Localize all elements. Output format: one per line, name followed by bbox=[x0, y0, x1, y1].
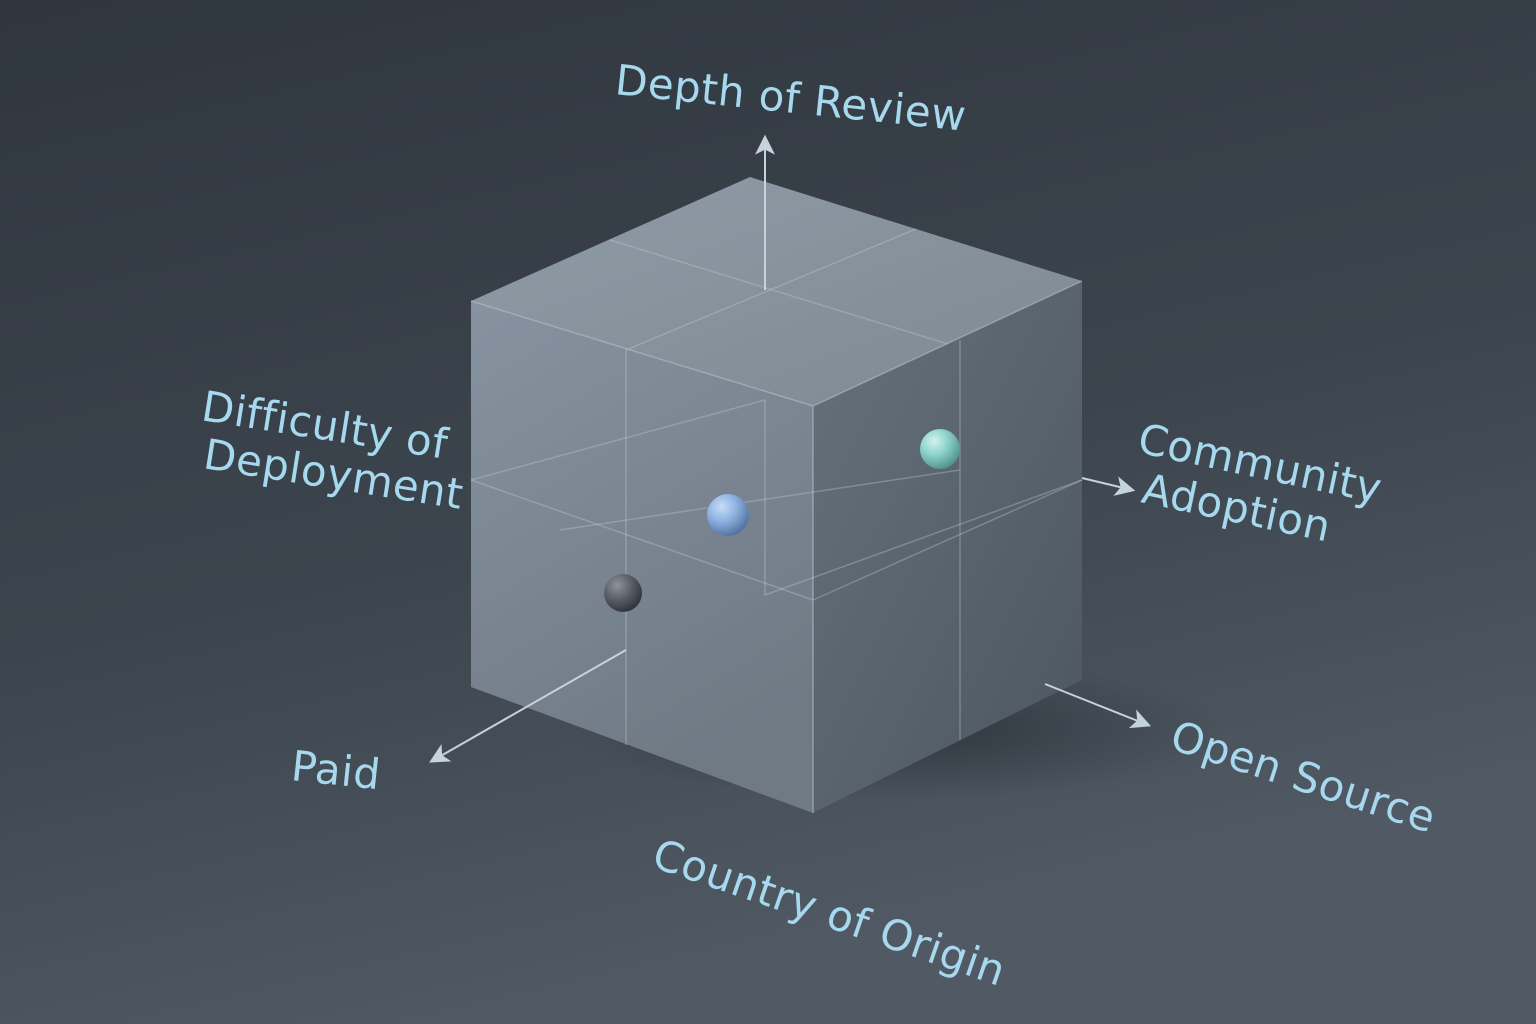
paid-arrow bbox=[429, 649, 627, 763]
cube-grid-lines bbox=[470, 228, 1083, 745]
data-markers bbox=[604, 429, 960, 612]
teal-sphere bbox=[920, 429, 960, 469]
gray-sphere bbox=[604, 574, 642, 612]
community-adoption-arrow bbox=[1081, 476, 1136, 496]
blue-sphere bbox=[707, 494, 749, 536]
axis-arrows bbox=[429, 134, 1152, 763]
paid-label: Paid bbox=[289, 741, 383, 799]
cube-edges bbox=[470, 280, 1083, 813]
open-source-arrow bbox=[1044, 683, 1152, 729]
cube-front-face bbox=[471, 301, 813, 813]
cube-top-face bbox=[471, 177, 1082, 406]
cube-right-face bbox=[813, 281, 1082, 813]
cube bbox=[470, 177, 1083, 813]
